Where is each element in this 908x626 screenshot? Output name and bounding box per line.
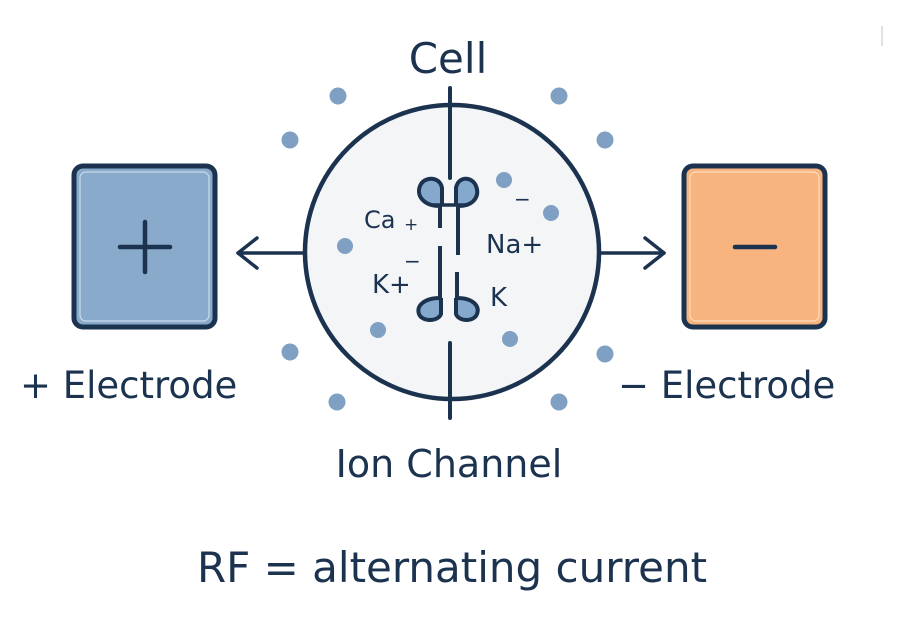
ion-dot — [550, 87, 568, 105]
ion-label-ca: Ca — [364, 206, 395, 234]
ion-dot — [596, 131, 614, 149]
left-arrow-icon — [236, 236, 306, 270]
positive-electrode — [71, 163, 218, 330]
ion-dot — [596, 345, 614, 363]
ion-dot — [543, 205, 559, 221]
negative-electrode — [681, 163, 828, 330]
ion-dot — [281, 343, 299, 361]
negative-electrode-label: − Electrode — [618, 364, 835, 407]
ion-dot — [281, 131, 299, 149]
ion-label-k-left-minus: − — [404, 249, 421, 273]
positive-electrode-label: + Electrode — [20, 364, 237, 407]
ion-dot — [337, 238, 353, 254]
positive-electrode-inner-highlight — [79, 171, 210, 322]
ion-channel-label: Ion Channel — [336, 442, 563, 486]
ion-dot — [496, 172, 512, 188]
ion-dot — [329, 87, 347, 105]
ion-label-k-left: K+ — [372, 270, 411, 300]
ion-dot — [550, 393, 568, 411]
ion-dot — [370, 322, 386, 338]
ion-label-minus: − — [514, 187, 531, 211]
negative-electrode-inner-highlight — [689, 171, 820, 322]
right-arrow-icon — [598, 236, 666, 270]
ion-label-ca-charge: + — [404, 215, 418, 235]
ion-label-k-right: K — [490, 283, 508, 313]
ion-channel-bottom-icon — [416, 246, 480, 322]
ion-dot — [502, 331, 518, 347]
ion-label-na: Na+ — [486, 230, 543, 260]
caption: RF = alternating current — [197, 543, 707, 592]
ion-channel-top-icon — [417, 176, 480, 255]
cell-title: Cell — [409, 34, 488, 83]
plus-icon — [117, 219, 173, 275]
ion-dot — [328, 393, 346, 411]
